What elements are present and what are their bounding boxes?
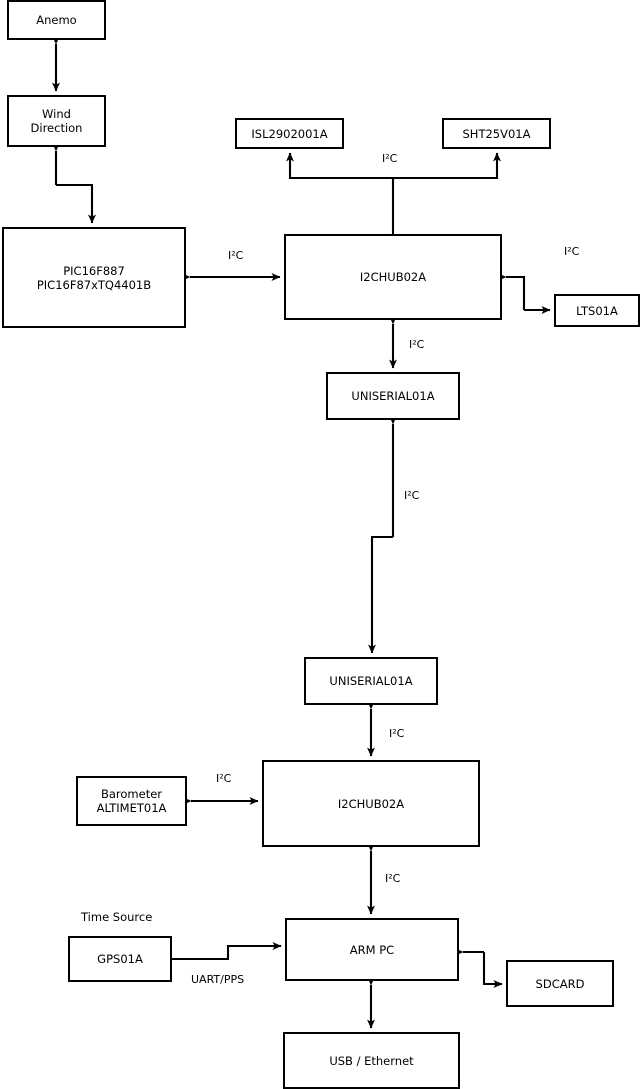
wire-wind-pic-down bbox=[56, 183, 96, 224]
node-sht25v01a[interactable]: SHT25V01A bbox=[442, 118, 551, 149]
node-anemo[interactable]: Anemo bbox=[7, 0, 106, 40]
node-barometer-altimet01a-label: Barometer ALTIMET01A bbox=[96, 787, 167, 815]
node-sdcard-label: SDCARD bbox=[535, 976, 585, 991]
wire-gps-armpc bbox=[172, 942, 282, 961]
edge-label-isl-sht-bus: I²C bbox=[382, 152, 398, 165]
node-arm-pc[interactable]: ARM PC bbox=[285, 918, 459, 981]
node-pic-mcu[interactable]: PIC16F887 PIC16F87xTQ4401B bbox=[2, 227, 186, 328]
node-wind-direction-label: Wind Direction bbox=[30, 107, 83, 135]
edge-label-uniserial-lower-hub: I²C bbox=[389, 727, 405, 740]
node-i2chub02a-bottom[interactable]: I2CHUB02A bbox=[262, 760, 480, 847]
edge-label-uniserial-link: I²C bbox=[404, 489, 420, 502]
node-uniserial01a-lower[interactable]: UNISERIAL01A bbox=[304, 657, 438, 705]
node-sdcard[interactable]: SDCARD bbox=[506, 960, 614, 1007]
node-i2chub02a-bottom-label: I2CHUB02A bbox=[337, 796, 405, 811]
node-gps01a-label: GPS01A bbox=[97, 952, 143, 966]
wire-hubtop-isl bbox=[286, 152, 395, 234]
node-wind-direction[interactable]: Wind Direction bbox=[7, 95, 106, 147]
edge-label-hub-uniserial-upper: I²C bbox=[409, 338, 425, 351]
node-isl2902001a-label: ISL2902001A bbox=[251, 126, 328, 141]
node-uniserial01a-upper-label: UNISERIAL01A bbox=[351, 389, 435, 403]
node-usb-ethernet-label: USB / Ethernet bbox=[329, 1053, 414, 1068]
edge-label-hub-armpc: I²C bbox=[385, 872, 401, 885]
node-uniserial01a-upper[interactable]: UNISERIAL01A bbox=[326, 372, 460, 420]
node-gps01a[interactable]: GPS01A bbox=[68, 936, 172, 982]
node-lts01a-label: LTS01A bbox=[576, 303, 618, 318]
wire-lts-hubtop-in bbox=[497, 273, 526, 310]
edge-label-barometer-hub: I²C bbox=[216, 772, 232, 785]
edge-label-gps-armpc: UART/PPS bbox=[191, 973, 245, 986]
node-lts01a[interactable]: LTS01A bbox=[554, 294, 640, 327]
node-barometer-altimet01a[interactable]: Barometer ALTIMET01A bbox=[76, 776, 187, 826]
wire-hubtop-sht bbox=[393, 152, 501, 180]
node-uniserial01a-lower-label: UNISERIAL01A bbox=[329, 674, 413, 688]
time-source-label: Time Source bbox=[81, 910, 153, 924]
edge-label-pic-hub: I²C bbox=[228, 249, 244, 262]
node-isl2902001a[interactable]: ISL2902001A bbox=[235, 118, 344, 149]
wire-uniserial1-uniserial2-down bbox=[368, 535, 393, 654]
node-sht25v01a-label: SHT25V01A bbox=[462, 126, 531, 141]
node-pic-mcu-label: PIC16F887 PIC16F87xTQ4401B bbox=[36, 263, 152, 292]
edge-label-hub-lts: I²C bbox=[564, 245, 580, 258]
wire-armpc-sdcard-out bbox=[482, 952, 503, 988]
node-usb-ethernet[interactable]: USB / Ethernet bbox=[283, 1032, 460, 1089]
node-i2chub02a-top[interactable]: I2CHUB02A bbox=[284, 234, 502, 320]
node-i2chub02a-top-label: I2CHUB02A bbox=[359, 270, 427, 284]
node-anemo-label: Anemo bbox=[36, 13, 77, 27]
node-arm-pc-label: ARM PC bbox=[349, 942, 395, 957]
